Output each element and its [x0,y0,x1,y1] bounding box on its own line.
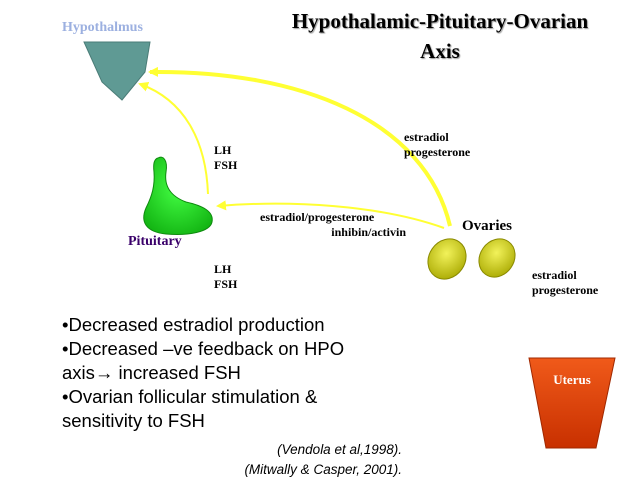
bullet-item: •Decreased estradiol production [62,314,325,335]
title-line-2: Axis [420,39,460,63]
uterus-label: Uterus [553,372,591,387]
label-ovaries-to-hypothalamus: estradiol progesterone [404,130,471,159]
arrow-pituitary-to-hypothalamus [138,82,209,195]
reference-item: (Vendola et al,1998). [277,442,402,457]
pituitary-shape [143,156,213,235]
label-ovaries-to-pituitary: estradiol/progesterone inhibin/activin [260,210,406,239]
label-ovaries-to-uterus: estradiol progesterone [532,268,599,297]
title-line-1: Hypothalamic-Pituitary-Ovarian [291,9,589,33]
pituitary-label: Pituitary [128,234,182,249]
ovary-left [427,238,467,280]
label-pituitary-to-ovaries: LH FSH [214,262,238,291]
bullet-item: •Ovarian follicular stimulation & [62,386,318,407]
bullet-item: axis→ increased FSH [62,362,241,383]
ovaries-label: Ovaries [462,218,512,234]
arrow-ovaries-to-hypothalamus [148,66,452,227]
ovary-right [478,238,516,278]
bullet-item: •Decreased –ve feedback on HPO [62,338,345,359]
reference-item: (Mitwally & Casper, 2001). [244,462,402,477]
label-pituitary-to-hypothalamus: LH FSH [214,143,238,172]
hypothalamus-label: Hypothalmus [62,20,143,35]
references: (Vendola et al,1998). (Mitwally & Casper… [180,440,402,480]
hypothalamus-shape [83,41,151,101]
diagram-title: Hypothalamic-Pituitary-Ovarian Axis [250,6,630,66]
bullet-item: sensitivity to FSH [62,410,205,431]
bullet-list: •Decreased estradiol production •Decreas… [62,313,422,433]
arrow-ovaries-to-pituitary [216,200,445,229]
right-arrow-icon: → [94,362,114,383]
uterus-shape [528,357,616,449]
